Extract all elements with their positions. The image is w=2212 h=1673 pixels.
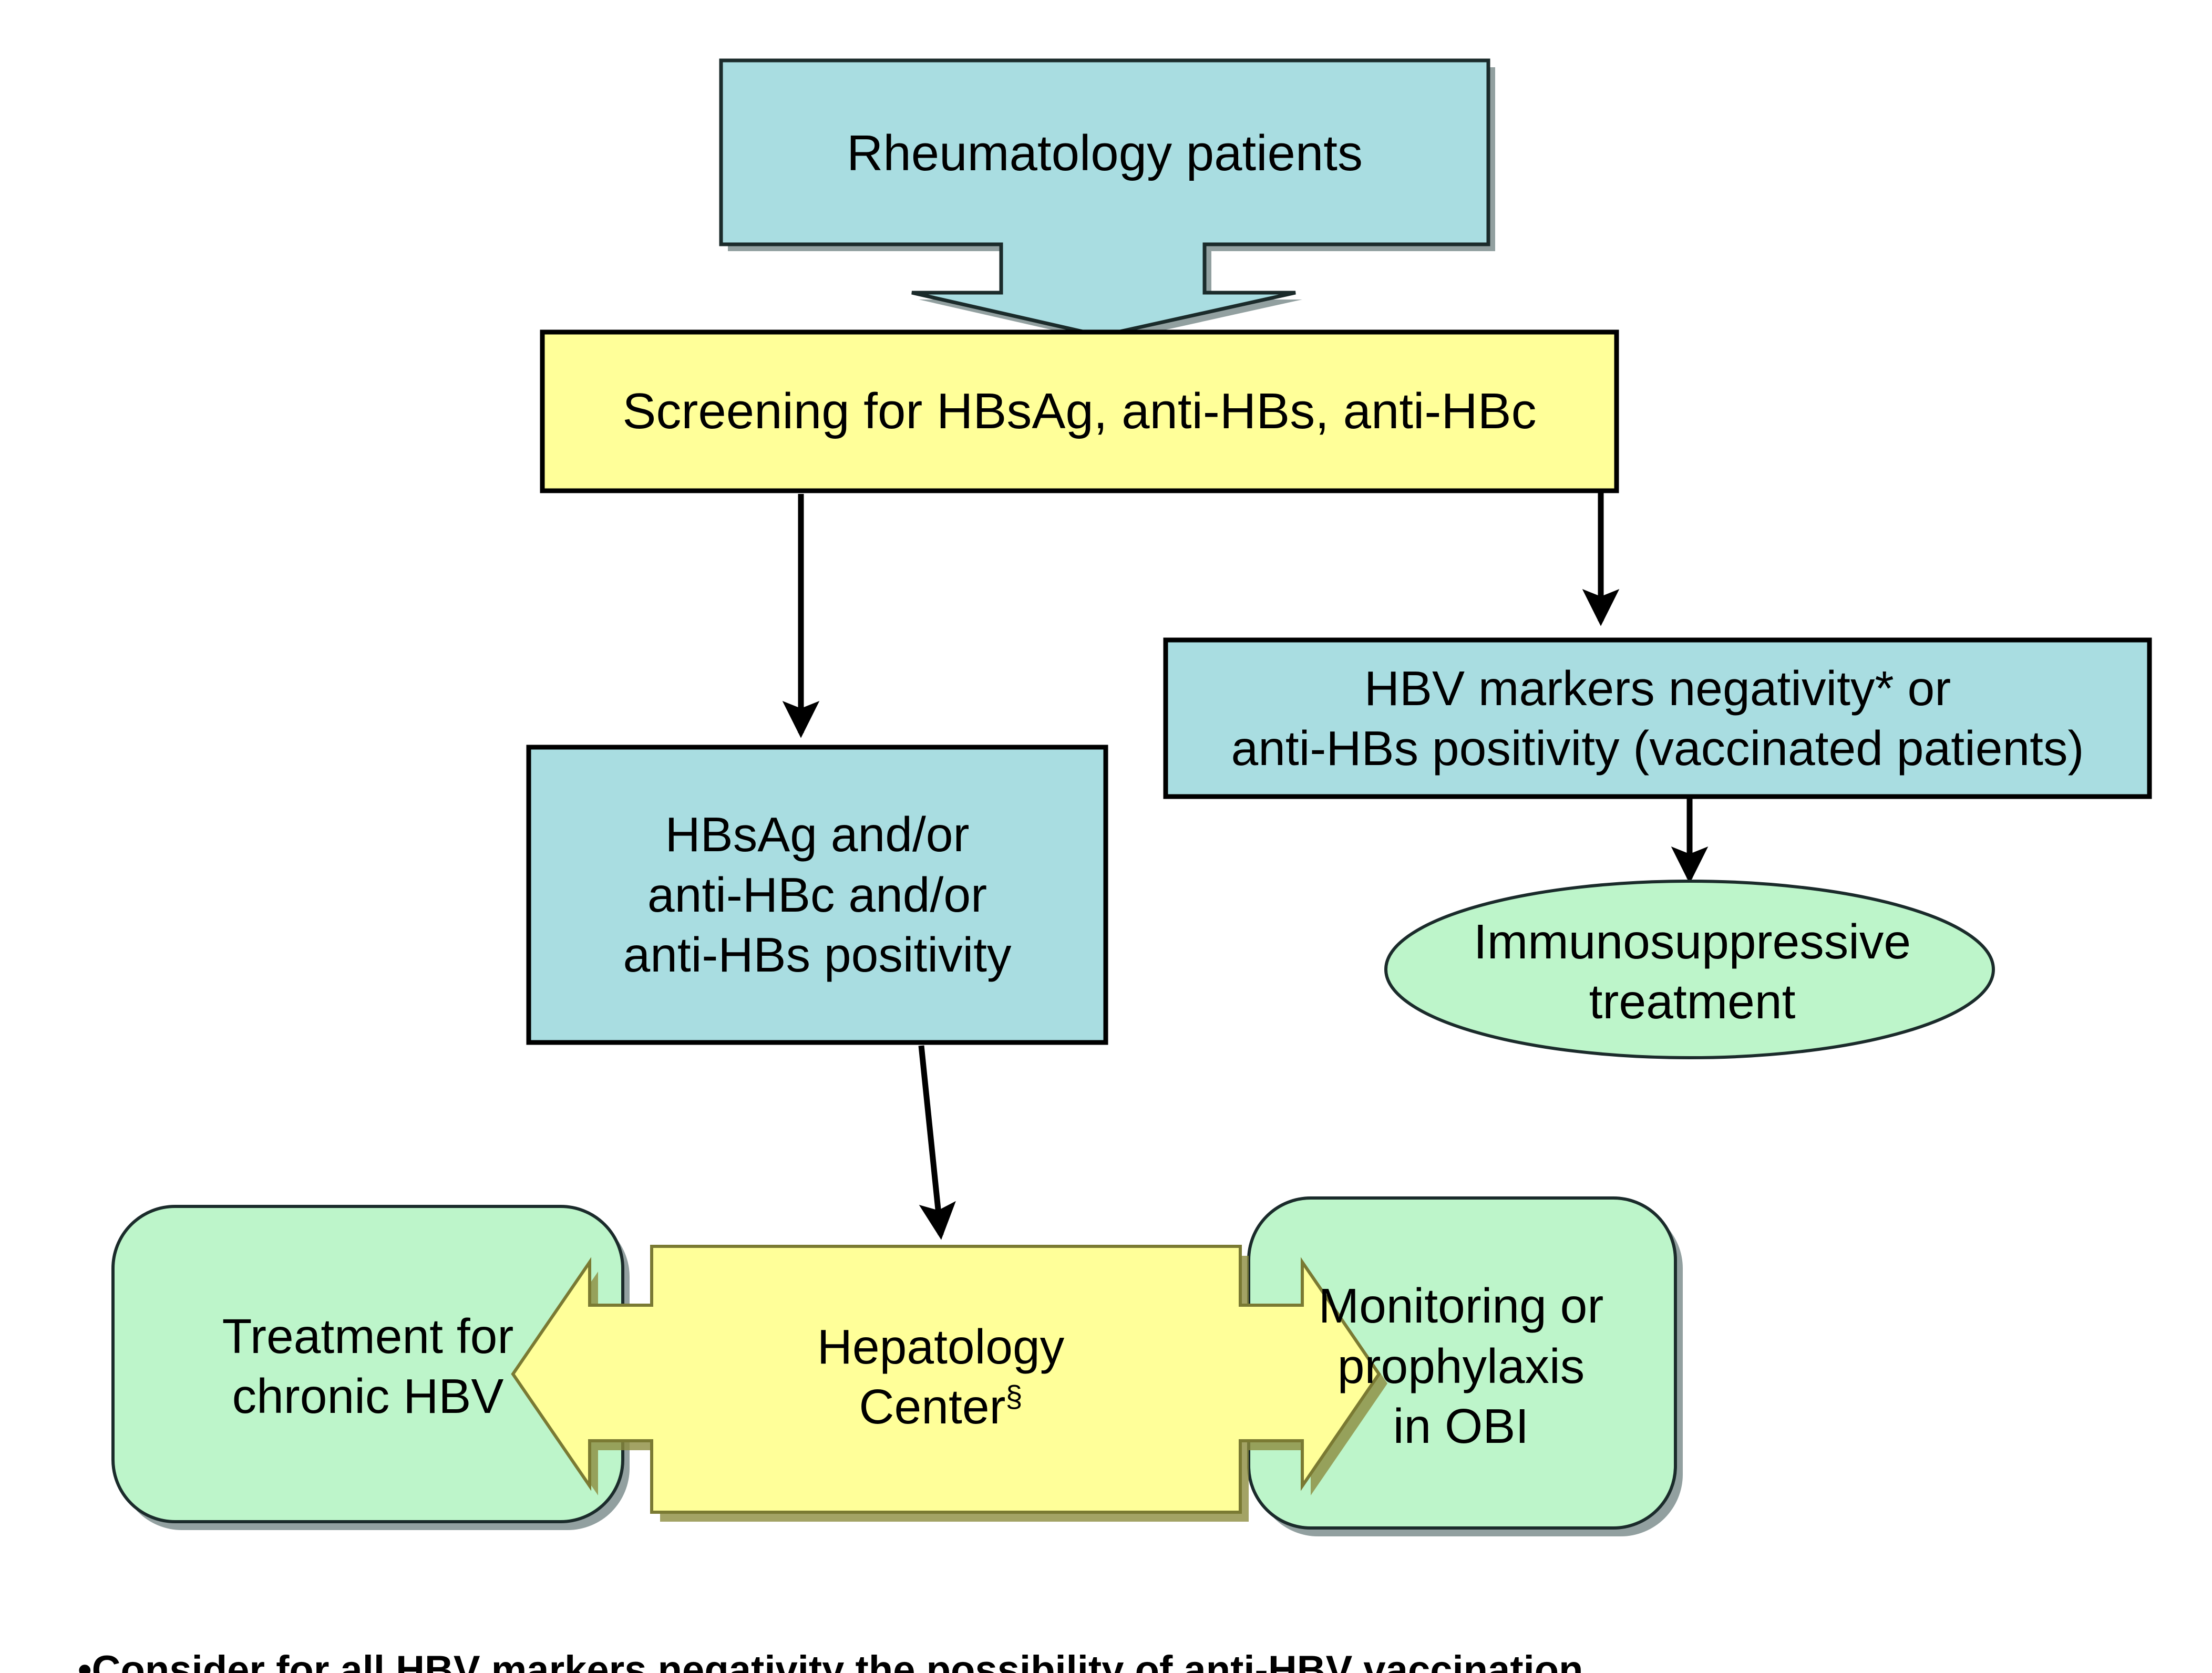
node-immunosuppressive-treatment xyxy=(1384,880,1995,1059)
node-hbv-markers-negativity xyxy=(1163,637,2152,799)
node-screening-box xyxy=(540,329,1619,493)
node-rheumatology-patients xyxy=(719,58,1495,343)
node-hepatology-center xyxy=(511,1245,1387,1522)
node-treatment-for-chronic-hbv xyxy=(111,1205,630,1530)
footnotes: •Consider for all HBV markers negativity… xyxy=(78,1553,1865,1673)
connector-hbsag-positive-to-hepatology xyxy=(918,1045,956,1240)
footnote-line-1: •Consider for all HBV markers negativity… xyxy=(78,1648,1583,1673)
node-hbsag-positivity xyxy=(526,745,1108,1045)
